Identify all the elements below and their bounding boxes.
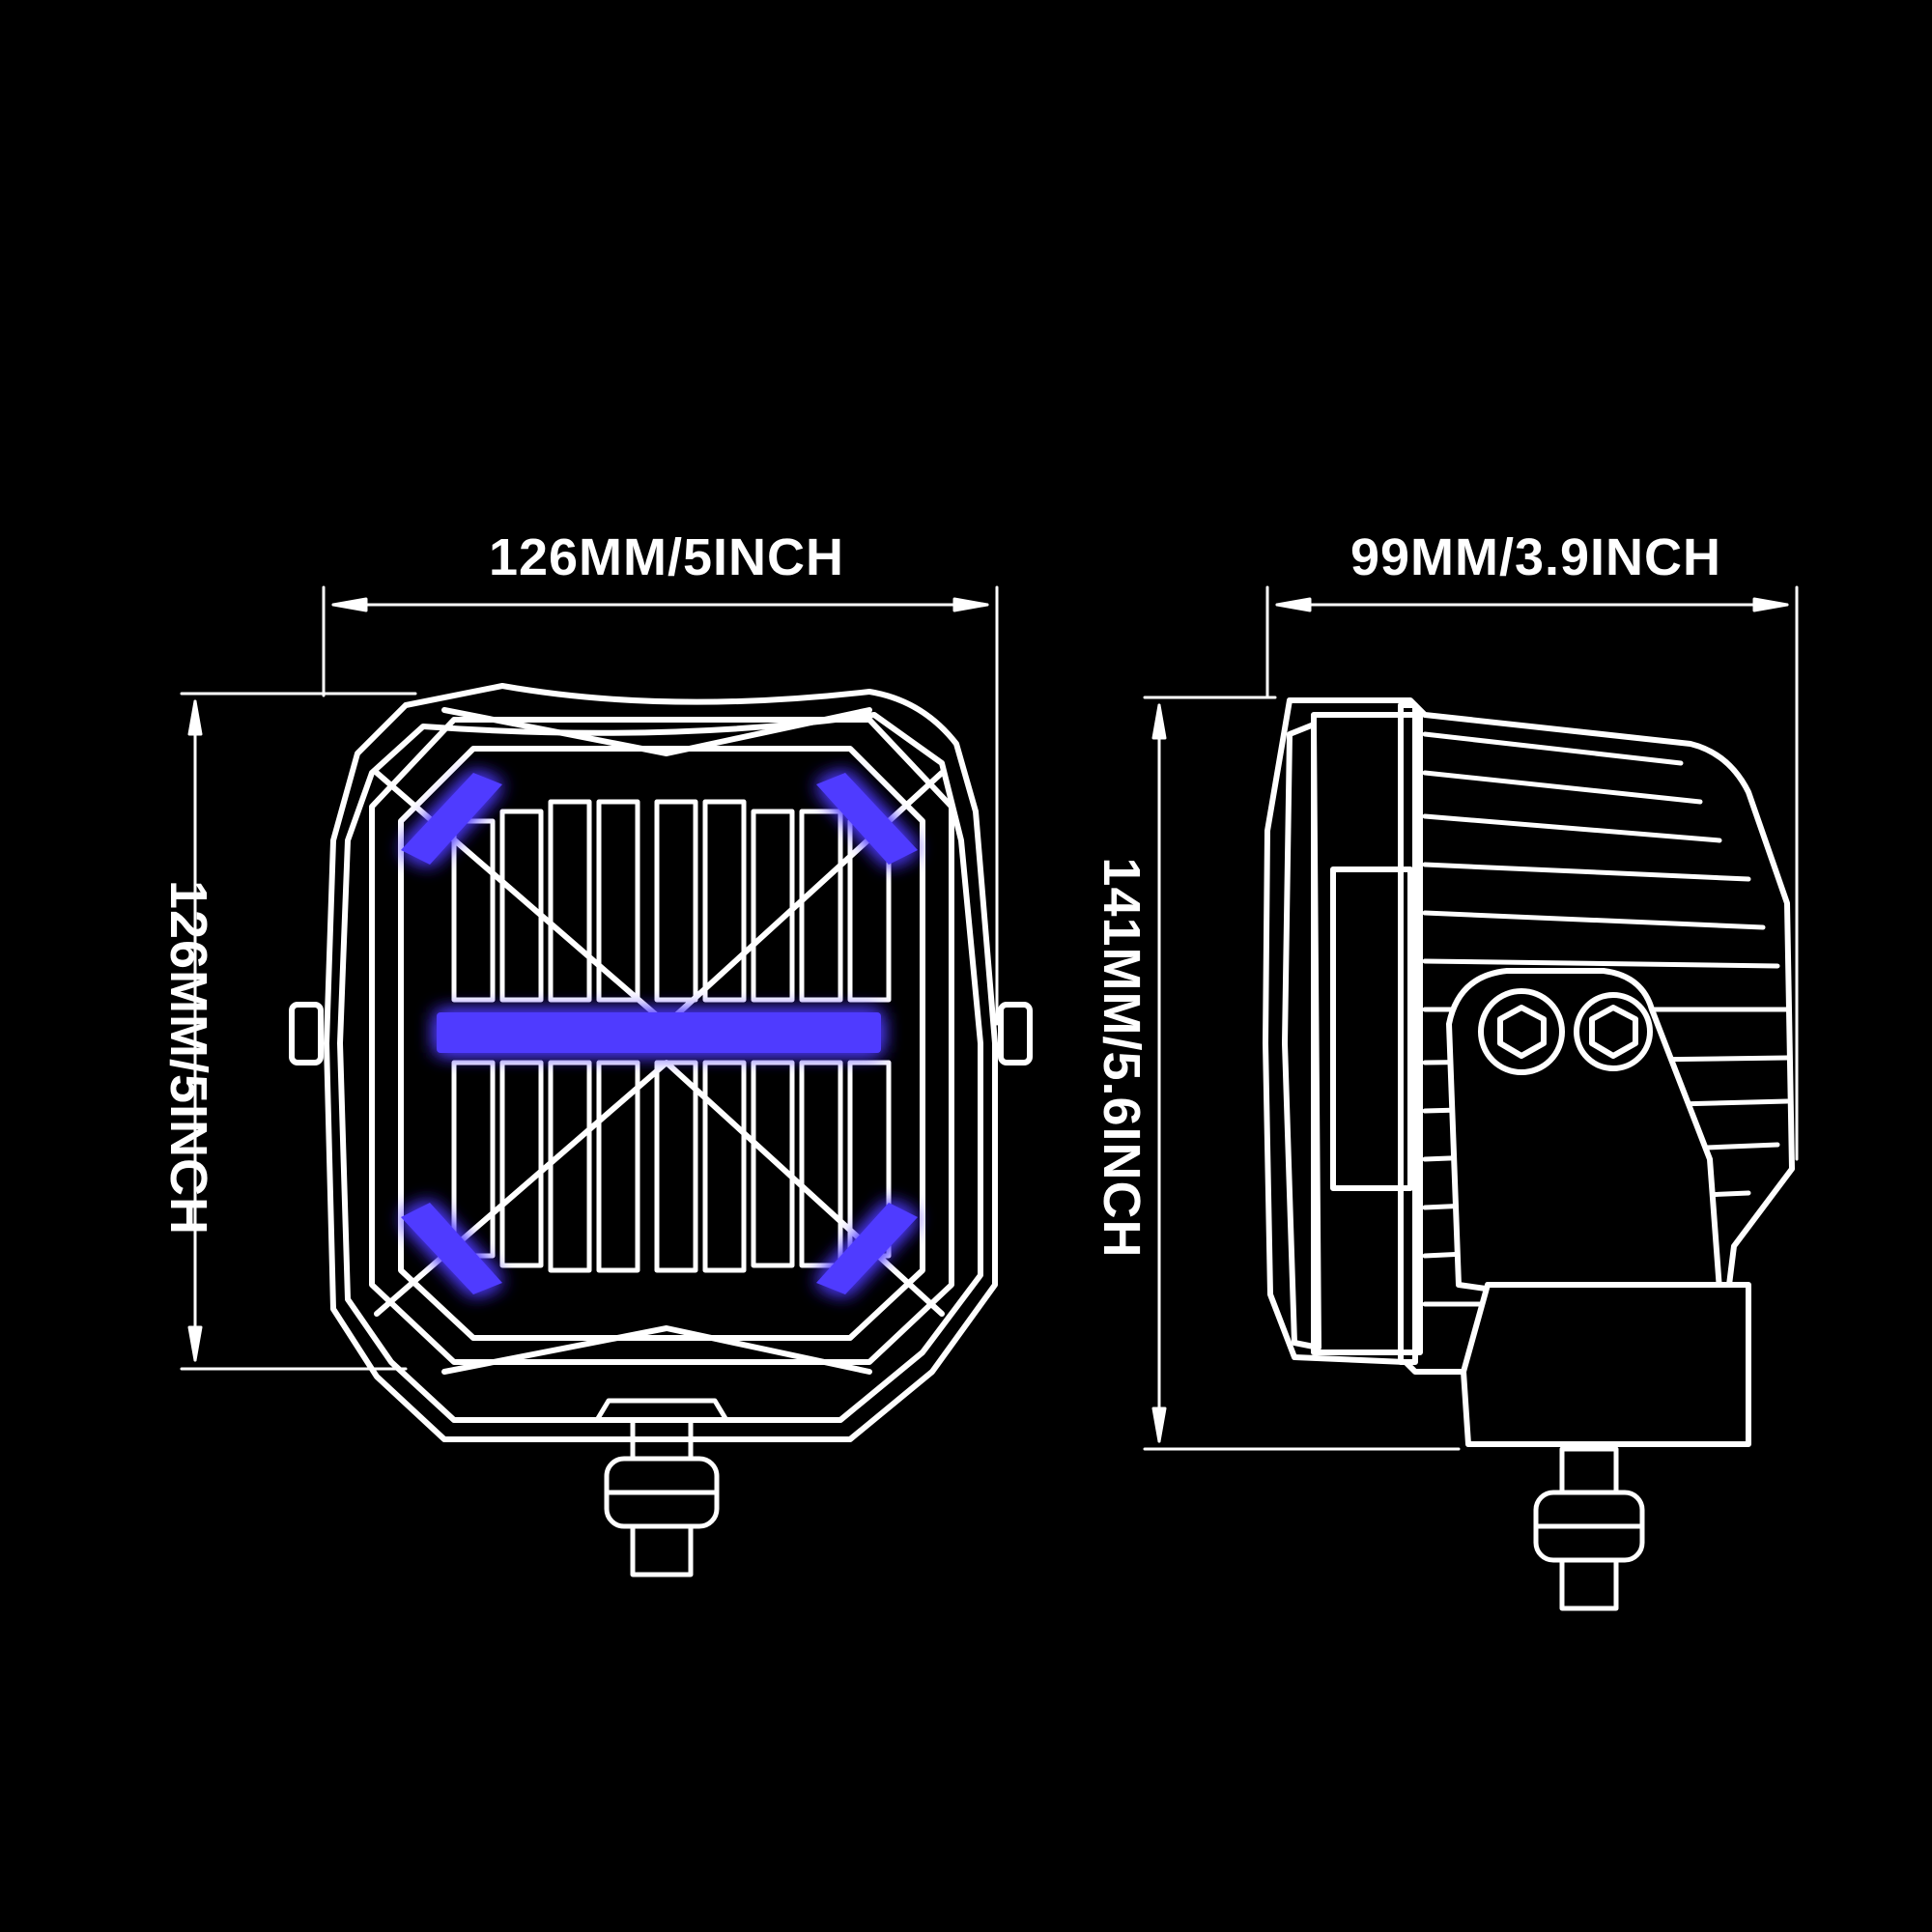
left-mount-ear bbox=[289, 1002, 324, 1065]
front-bezel-inner bbox=[398, 746, 925, 1341]
side-bezel-block bbox=[1311, 712, 1423, 1355]
side-bottom-bolt bbox=[1533, 1446, 1645, 1611]
side-bezel-seam bbox=[1398, 702, 1418, 1365]
drl-corner-bottom-left bbox=[401, 1203, 502, 1294]
side-bezel-window bbox=[1330, 867, 1413, 1191]
guard-rib-lower bbox=[441, 1325, 872, 1375]
front-housing-outline bbox=[324, 683, 998, 1442]
front-bottom-bolt bbox=[594, 1398, 729, 1577]
side-housing-outline bbox=[1263, 697, 1795, 1375]
front-drl-glow bbox=[401, 773, 918, 1294]
bracket-bolt-ring-left bbox=[1478, 988, 1565, 1075]
front-bezel bbox=[369, 717, 954, 1365]
side-mount-bracket bbox=[1446, 968, 1722, 1293]
side-height-label: 141MM/5.6INCH bbox=[1093, 857, 1151, 1259]
reflector-cells-lower bbox=[451, 1060, 892, 1273]
guard-rib-upper bbox=[441, 707, 872, 756]
drl-corner-top-right bbox=[816, 773, 918, 865]
front-width-label: 126MM/5INCH bbox=[488, 528, 845, 586]
front-width-dimension-line bbox=[322, 585, 999, 1026]
front-height-label: 126MM/5INCH bbox=[159, 879, 217, 1236]
bracket-bolt-hex-right bbox=[1589, 1005, 1638, 1059]
reflector-cells-upper bbox=[451, 799, 892, 1003]
side-lens-face bbox=[1282, 722, 1321, 1350]
drl-corner-top-left bbox=[401, 773, 502, 865]
side-height-dimension-line bbox=[1143, 696, 1461, 1451]
drl-center-bar bbox=[437, 1012, 881, 1053]
drl-corner-bottom-right bbox=[816, 1203, 918, 1294]
front-height-dimension-line bbox=[180, 692, 417, 1371]
side-mount-bracket-foot bbox=[1461, 1282, 1751, 1447]
bracket-bolt-ring-right bbox=[1574, 992, 1653, 1071]
right-mount-ear bbox=[998, 1002, 1033, 1065]
front-view bbox=[180, 585, 1033, 1577]
bracket-bolt-hex-left bbox=[1497, 1005, 1547, 1059]
side-depth-label: 99MM/3.9INCH bbox=[1350, 528, 1722, 586]
side-depth-dimension-line bbox=[1265, 585, 1799, 1161]
side-view bbox=[1143, 585, 1799, 1611]
